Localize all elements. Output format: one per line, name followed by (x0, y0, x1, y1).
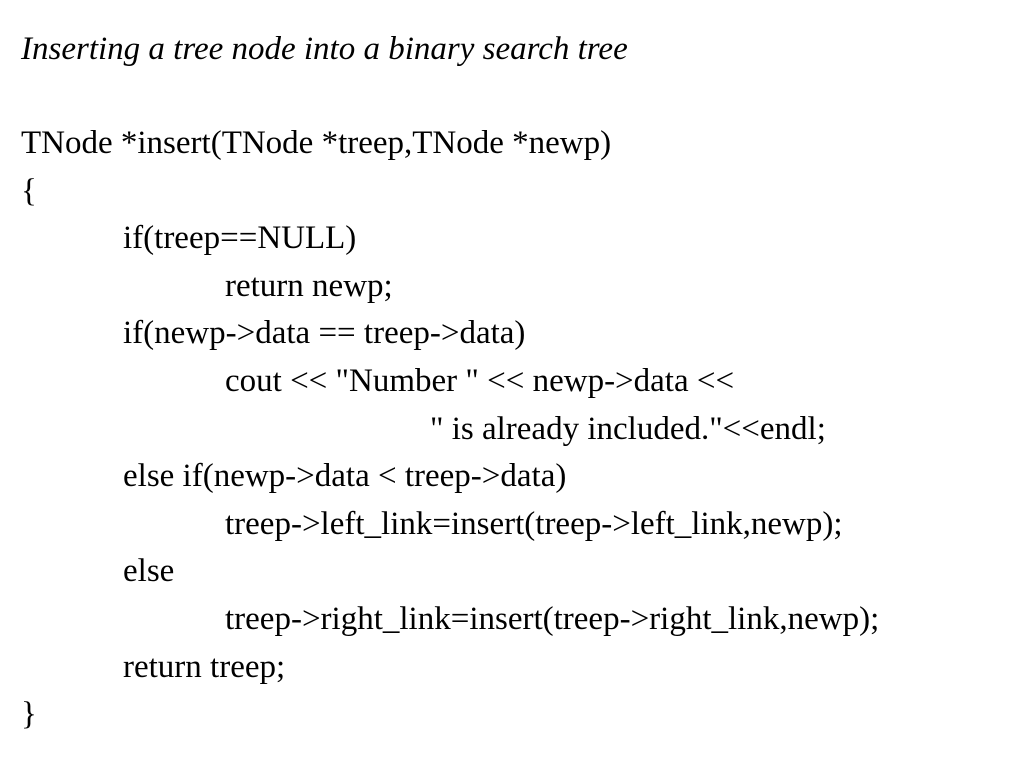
code-line: treep->left_link=insert(treep->left_link… (225, 505, 843, 542)
code-line: return treep; (123, 648, 286, 685)
code-line: return newp; (225, 267, 393, 304)
code-line: } (21, 696, 37, 733)
code-line: " is already included."<<endl; (430, 410, 826, 447)
code-line: else if(newp->data < treep->data) (123, 458, 567, 495)
code-line: TNode *insert(TNode *treep,TNode *newp) (21, 125, 612, 161)
code-line: else (123, 553, 175, 590)
code-line: { (21, 172, 37, 209)
code-line: treep->right_link=insert(treep->right_li… (225, 600, 880, 637)
code-line: cout << "Number " << newp->data << (225, 362, 735, 399)
code-block: TNode *insert(TNode *treep,TNode *newp) … (21, 120, 879, 739)
slide-title: Inserting a tree node into a binary sear… (21, 31, 628, 67)
code-line: if(treep==NULL) (123, 220, 357, 257)
code-line: if(newp->data == treep->data) (123, 315, 526, 352)
